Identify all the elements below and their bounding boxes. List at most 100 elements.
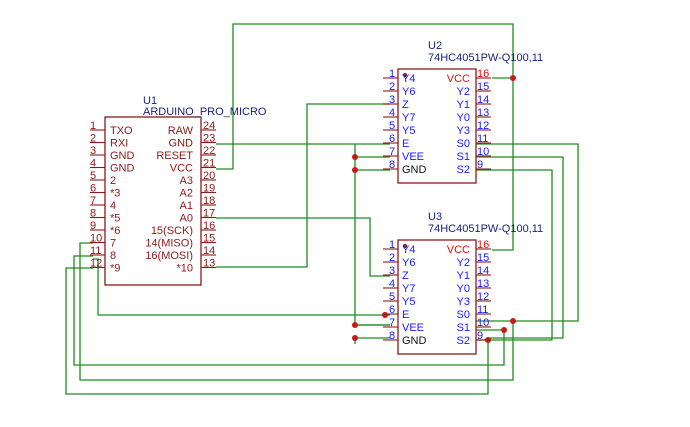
junctions bbox=[352, 75, 516, 343]
u1-pin-8-number: 8 bbox=[90, 208, 96, 220]
u2-value: 74HC4051PW-Q100,11 bbox=[428, 52, 543, 64]
u2-pin-13-name: Y0 bbox=[457, 112, 470, 124]
u2-pin-14-number: 14 bbox=[477, 94, 489, 106]
u3-pin-5-name: Y5 bbox=[402, 296, 415, 308]
u2-pin-9-name: S2 bbox=[457, 164, 470, 176]
u3-pin-7-name: VEE bbox=[402, 322, 424, 334]
u1-pin-22-number: 22 bbox=[203, 145, 215, 157]
u2-pin-12-name: Y3 bbox=[457, 125, 470, 137]
u2-pin-1-name: Y4 bbox=[402, 73, 415, 85]
u2-pin-8-number: 8 bbox=[389, 159, 395, 171]
u1-pin-11-name: 8 bbox=[110, 250, 116, 262]
u3-pin-7-number: 7 bbox=[389, 317, 395, 329]
u1-pin-20-name: A3 bbox=[180, 175, 193, 187]
u2-pin-1-number: 1 bbox=[389, 68, 395, 80]
u1-pin-16-number: 16 bbox=[203, 220, 215, 232]
u3-pin-13-name: Y0 bbox=[457, 283, 470, 295]
u1-pin-24-number: 24 bbox=[203, 120, 215, 132]
u3-pin-14-number: 14 bbox=[477, 265, 489, 277]
wire-vcc-u3 bbox=[492, 78, 514, 251]
u2-pin-4-name: Y7 bbox=[402, 112, 415, 124]
u1-pin-7-name: 4 bbox=[110, 200, 116, 212]
u3-pin-15-name: Y2 bbox=[457, 257, 470, 269]
wire-u2-z bbox=[216, 103, 390, 268]
u2-pin-7-number: 7 bbox=[389, 146, 395, 158]
wire-u2-s1 bbox=[476, 156, 564, 339]
u1-pin-4-name: GND bbox=[110, 163, 135, 175]
u1-pin-23-number: 23 bbox=[203, 133, 215, 145]
u2-pin-10-number: 10 bbox=[477, 146, 489, 158]
u1-pin-22-name: RESET bbox=[156, 150, 193, 162]
u2-pin-13-number: 13 bbox=[477, 107, 489, 119]
wires bbox=[65, 23, 579, 395]
junction-u3-s1 bbox=[501, 327, 507, 333]
wire-u3-s0 bbox=[79, 242, 514, 381]
u2-pin1-marker bbox=[403, 73, 407, 77]
u3-value: 74HC4051PW-Q100,11 bbox=[428, 223, 543, 235]
u1-pin-10-number: 10 bbox=[90, 233, 102, 245]
u1-pin-24-name: RAW bbox=[168, 125, 194, 137]
u1-pin-17-number: 17 bbox=[203, 208, 215, 220]
u1-pin-5-number: 5 bbox=[90, 170, 96, 182]
junction-gnd-u2-gnd bbox=[352, 167, 358, 173]
u3-pin-10-number: 10 bbox=[477, 317, 489, 329]
u1-pin-10-name: 7 bbox=[110, 238, 116, 250]
u1-pin-13-name: *10 bbox=[176, 263, 193, 275]
u1-pin-16-name: 15(SCK) bbox=[151, 225, 193, 237]
u1-pin-23-name: GND bbox=[169, 138, 194, 150]
u3-pin-9-name: S2 bbox=[457, 335, 470, 347]
u2-pin-3-number: 3 bbox=[389, 94, 395, 106]
u1-pin-19-name: A2 bbox=[180, 188, 193, 200]
u3-pin-8-number: 8 bbox=[389, 330, 395, 342]
u1-pin-21-number: 21 bbox=[203, 158, 215, 170]
u3-pin-11-name: S0 bbox=[457, 309, 470, 321]
u1-value: ARDUINO_PRO_MICRO bbox=[143, 106, 267, 118]
u1-pin-5-name: 2 bbox=[110, 175, 116, 187]
u2-pin-5-number: 5 bbox=[389, 120, 395, 132]
u1-pin-6-name: *3 bbox=[110, 188, 120, 200]
component-u2[interactable]: U2 74HC4051PW-Q100,11 bbox=[397, 40, 543, 184]
component-u1[interactable]: U1 ARDUINO_PRO_MICRO bbox=[104, 95, 267, 286]
u2-pin-4-number: 4 bbox=[389, 107, 395, 119]
u1-pin-14-number: 14 bbox=[203, 245, 215, 257]
u3-body bbox=[397, 239, 477, 355]
u1-pin-9-number: 9 bbox=[90, 220, 96, 232]
u2-pin-2-number: 2 bbox=[389, 81, 395, 93]
u1-pin-13-number: 13 bbox=[203, 258, 215, 270]
u1-pin-21-name: VCC bbox=[170, 163, 193, 175]
u3-pin-13-number: 13 bbox=[477, 278, 489, 290]
u2-pin-6-number: 6 bbox=[389, 133, 395, 145]
u1-pin-15-name: 14(MISO) bbox=[145, 238, 193, 250]
u1-pin-8-name: *5 bbox=[110, 213, 120, 225]
u1-pin-6-number: 6 bbox=[90, 183, 96, 195]
u3-pin-6-name: E bbox=[402, 309, 409, 321]
wire-u3-e bbox=[93, 258, 390, 316]
u2-pin-16-name: VCC bbox=[447, 73, 470, 85]
u2-pin-9-number: 9 bbox=[477, 159, 483, 171]
u1-pin-11-number: 11 bbox=[90, 245, 101, 257]
junction-vcc-u2 bbox=[510, 75, 516, 81]
u3-pin-14-name: Y1 bbox=[457, 270, 470, 282]
u1-pin-18-name: A1 bbox=[180, 200, 193, 212]
u1-body bbox=[104, 116, 202, 286]
u1-pin-14-name: 16(MOSI) bbox=[145, 250, 193, 262]
junction-u3-e bbox=[352, 322, 358, 328]
u1-pin-12-number: 12 bbox=[90, 258, 102, 270]
u3-pin-4-number: 4 bbox=[389, 278, 395, 290]
u1-pin-3-name: GND bbox=[110, 150, 135, 162]
u1-pin-15-number: 15 bbox=[203, 233, 215, 245]
u3-pin-12-name: Y3 bbox=[457, 296, 470, 308]
u3-pin-8-name: GND bbox=[402, 335, 427, 347]
component-u3[interactable]: U3 74HC4051PW-Q100,11 bbox=[397, 211, 543, 355]
u2-pin-14-name: Y1 bbox=[457, 99, 470, 111]
junction-gnd-u2-vee bbox=[352, 154, 358, 160]
u3-ref: U3 bbox=[428, 211, 442, 223]
u2-pin-7-name: VEE bbox=[402, 151, 424, 163]
wire-u2-s0 bbox=[476, 143, 579, 322]
wire-u3-z bbox=[216, 217, 390, 277]
u2-pin-3-name: Z bbox=[402, 99, 409, 111]
u2-ref: U2 bbox=[428, 40, 442, 52]
u2-pin-10-name: S1 bbox=[457, 151, 470, 163]
